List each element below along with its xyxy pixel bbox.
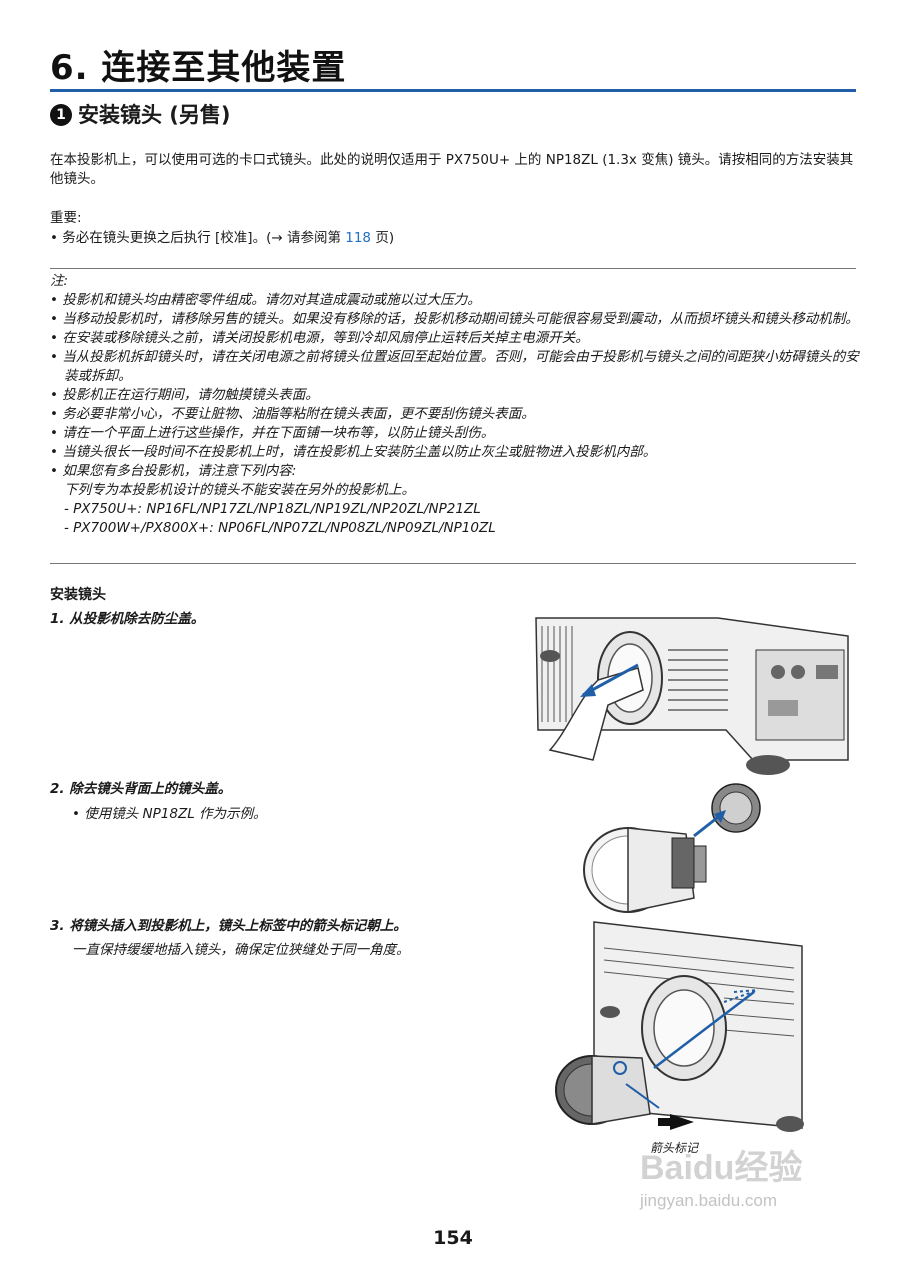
procedure-heading: 安装镜头 <box>50 587 106 603</box>
watermark-brand: Baidu经验 <box>640 1149 803 1187</box>
baidu-watermark: Baidu经验 jingyan.baidu.com <box>640 1140 802 1211</box>
illustration-remove-dust-cap <box>528 610 850 778</box>
note-item: • 如果您有多台投影机，请注意下列内容: <box>50 463 297 479</box>
note-sub-item: - PX750U+: NP16FL/NP17ZL/NP18ZL/NP19ZL/N… <box>64 501 481 517</box>
page-number: 154 <box>433 1227 473 1249</box>
section-title-row: 1 安装镜头 (另售) <box>50 100 231 130</box>
important-text: • 务必在镜头更换之后执行 [校准]。(→ 请参阅第 <box>50 230 346 246</box>
note-item: • 投影机正在运行期间，请勿触摸镜头表面。 <box>50 387 319 403</box>
title-divider <box>50 89 856 92</box>
step-1-title: 1. 从投影机除去防尘盖。 <box>50 611 205 627</box>
note-item: • 在安装或移除镜头之前，请关闭投影机电源，等到冷却风扇停止运转后关掉主电源开关… <box>50 330 589 346</box>
arrow-mark-label: 箭头标记 <box>650 1141 699 1155</box>
important-label: 重要: <box>50 210 82 226</box>
note-item: • 当镜头很长一段时间不在投影机上时，请在投影机上安装防尘盖以防止灰尘或脏物进入… <box>50 444 657 460</box>
notes-bottom-divider <box>50 563 856 564</box>
note-item: • 当从投影机拆卸镜头时，请在关闭电源之前将镜头位置返回至起始位置。否则，可能会… <box>50 349 859 384</box>
step-3-detail: 一直保持缓缓地插入镜头，确保定位狭缝处于同一角度。 <box>72 942 410 958</box>
note-item: • 务必要非常小心，不要让脏物、油脂等粘附在镜头表面，更不要刮伤镜头表面。 <box>50 406 535 422</box>
chapter-title: 6. 连接至其他装置 <box>50 48 347 88</box>
step-3-title: 3. 将镜头插入到投影机上，镜头上标签中的箭头标记朝上。 <box>50 918 407 934</box>
notes-label: 注: <box>50 273 69 289</box>
intro-paragraph: 在本投影机上，可以使用可选的卡口式镜头。此处的说明仅适用于 PX750U+ 上的… <box>50 152 854 187</box>
note-item: • 投影机和镜头均由精密零件组成。请勿对其造成震动或施以过大压力。 <box>50 292 481 308</box>
note-item: • 请在一个平面上进行这些操作，并在下面铺一块布等，以防止镜头刮伤。 <box>50 425 495 441</box>
notes-top-divider <box>50 268 856 269</box>
watermark-url: jingyan.baidu.com <box>640 1191 778 1210</box>
step-2-detail: • 使用镜头 NP18ZL 作为示例。 <box>72 806 267 822</box>
section-title: 安装镜头 (另售) <box>78 103 231 127</box>
section-number-badge: 1 <box>50 104 72 126</box>
note-item: • 当移动投影机时，请移除另售的镜头。如果没有移除的话，投影机移动期间镜头可能很… <box>50 311 859 327</box>
illustration-remove-rear-cap <box>576 778 776 918</box>
illustration-insert-lens <box>554 918 804 1138</box>
page-link[interactable]: 118 <box>345 230 372 246</box>
note-sub-intro: 下列专为本投影机设计的镜头不能安装在另外的投影机上。 <box>64 482 415 498</box>
important-item: • 务必在镜头更换之后执行 [校准]。(→ 请参阅第 118 页) <box>50 229 394 248</box>
important-suffix: 页) <box>371 230 395 246</box>
note-sub-item: - PX700W+/PX800X+: NP06FL/NP07ZL/NP08ZL/… <box>64 520 496 536</box>
step-2-title: 2. 除去镜头背面上的镜头盖。 <box>50 781 232 797</box>
notes-block: 注: • 投影机和镜头均由精密零件组成。请勿对其造成震动或施以过大压力。 • 当… <box>50 272 860 538</box>
